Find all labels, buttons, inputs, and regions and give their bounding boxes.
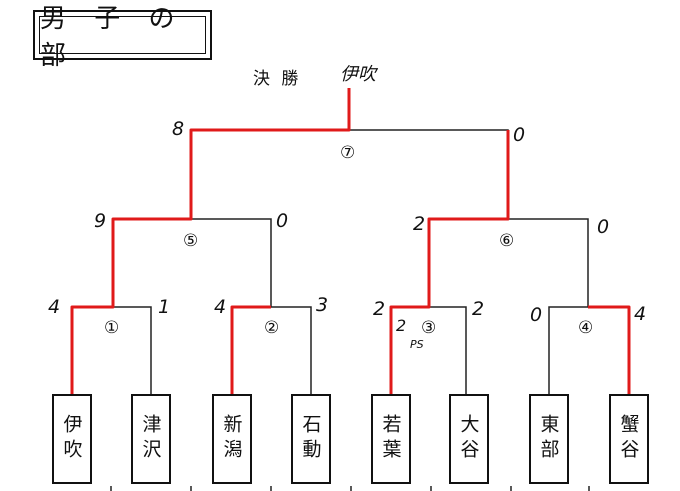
score-m3-left: 2 — [373, 298, 386, 320]
winner-path-wakaba — [389, 130, 510, 394]
score-m4-right: 4 — [634, 303, 647, 325]
match-number-2: ② — [264, 318, 280, 338]
score-m7-right: 0 — [513, 124, 526, 146]
team-box: 津沢 — [131, 394, 171, 484]
section-title: 男 子 の 部 — [39, 4, 206, 71]
match-number-6: ⑥ — [499, 231, 515, 251]
match-number-4: ④ — [578, 318, 594, 338]
section-title-box: 男 子 の 部 — [33, 4, 212, 71]
match-number-5: ⑤ — [183, 231, 199, 251]
winner-path-kaniya — [588, 305, 631, 394]
team-box: 伊吹 — [52, 394, 92, 484]
score-m2-left: 4 — [214, 296, 227, 318]
score-m2-right: 3 — [316, 294, 329, 316]
team-box: 大谷 — [449, 394, 489, 484]
team-box: 新潟 — [212, 394, 252, 484]
team-box: 東部 — [529, 394, 569, 484]
final-label: 決 勝 — [253, 69, 302, 89]
final-winner-note: 伊吹 — [340, 64, 376, 85]
score-m7-left: 8 — [172, 118, 185, 140]
match-number-7: ⑦ — [340, 143, 356, 163]
score-m3-pk: 2 — [396, 316, 407, 335]
score-m5-left: 9 — [94, 210, 107, 232]
score-m6-left: 2 — [413, 213, 426, 235]
score-m3-right: 2 — [472, 298, 485, 320]
team-box: 石動 — [291, 394, 331, 484]
winner-path-ibuki — [70, 88, 351, 394]
score-m4-left: 0 — [530, 304, 543, 326]
score-m5-right: 0 — [276, 210, 289, 232]
team-box: 蟹谷 — [609, 394, 649, 484]
match-number-3: ③ — [421, 318, 437, 338]
score-m3-pk-label: PS — [410, 338, 424, 351]
winner-path-niigata — [230, 305, 271, 394]
team-box: 若葉 — [371, 394, 411, 484]
score-m6-right: 0 — [597, 216, 610, 238]
score-m1-left: 4 — [48, 296, 61, 318]
score-m1-right: 1 — [158, 296, 171, 318]
match-number-1: ① — [104, 318, 120, 338]
